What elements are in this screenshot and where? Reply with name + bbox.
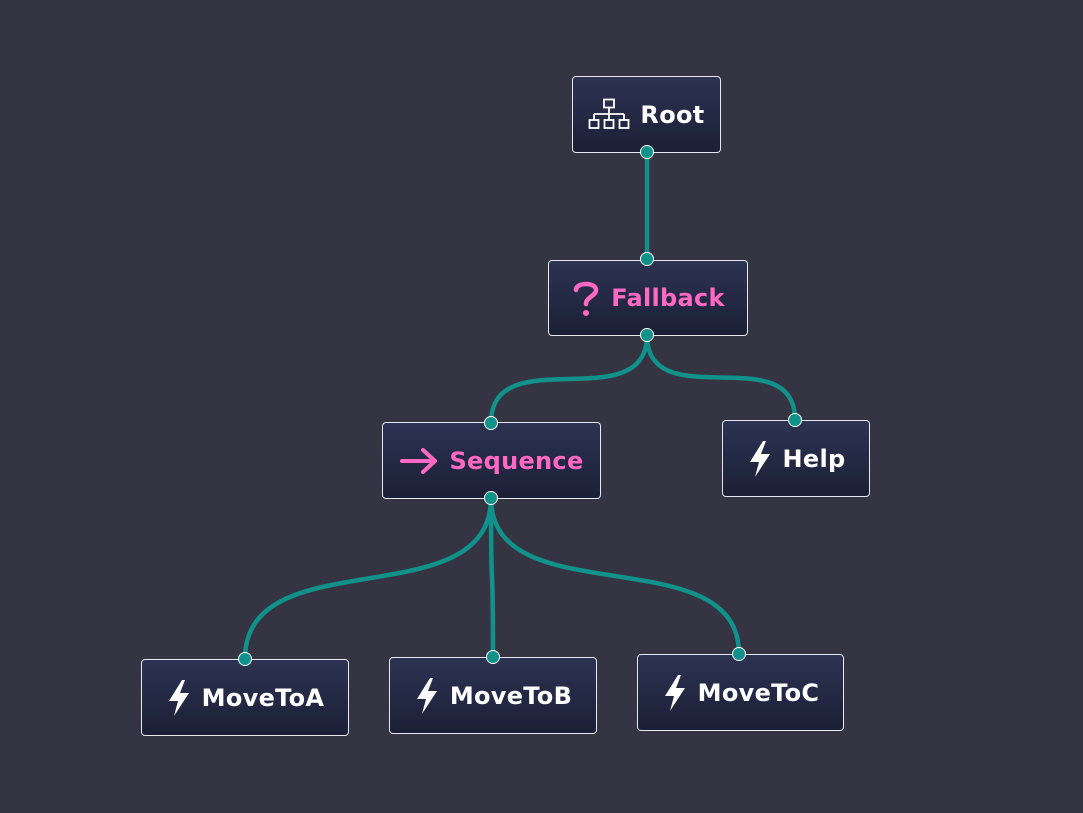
lightning-icon (166, 679, 192, 717)
sequence-input-port[interactable] (484, 416, 498, 430)
node-help[interactable]: Help (722, 420, 870, 497)
movetob-input-port[interactable] (486, 650, 500, 664)
root-output-port[interactable] (640, 145, 654, 159)
lightning-icon (747, 440, 773, 478)
edge-sequence-to-movetoc (488, 497, 742, 655)
node-movetoa[interactable]: MoveToA (141, 659, 349, 736)
edge-sequence-to-movetoa (242, 497, 494, 660)
node-movetob[interactable]: MoveToB (389, 657, 597, 734)
edge-fallback-to-help (644, 334, 798, 421)
arrow-right-icon (399, 447, 439, 475)
movetoc-input-port[interactable] (732, 647, 746, 661)
node-sequence[interactable]: Sequence (382, 422, 601, 499)
node-root[interactable]: Root (572, 76, 721, 153)
edge-fallback-to-sequence (488, 334, 650, 424)
node-movetoc[interactable]: MoveToC (637, 654, 844, 731)
question-icon (571, 278, 601, 318)
movetoa-input-port[interactable] (238, 652, 252, 666)
help-input-port[interactable] (788, 413, 802, 427)
node-movetob-label: MoveToB (449, 681, 573, 710)
lightning-icon (662, 674, 688, 712)
sequence-output-port[interactable] (484, 491, 498, 505)
edge-sequence-to-movetob (488, 497, 496, 658)
node-movetoc-label: MoveToC (697, 678, 820, 707)
node-help-label: Help (782, 444, 846, 473)
fallback-input-port[interactable] (640, 252, 654, 266)
lightning-icon (414, 677, 440, 715)
fallback-output-port[interactable] (640, 328, 654, 342)
node-fallback[interactable]: Fallback (548, 260, 748, 336)
node-fallback-label: Fallback (611, 284, 725, 312)
tree-icon (588, 98, 630, 132)
node-sequence-label: Sequence (449, 446, 584, 475)
node-movetoa-label: MoveToA (201, 683, 325, 712)
node-root-label: Root (640, 100, 705, 129)
